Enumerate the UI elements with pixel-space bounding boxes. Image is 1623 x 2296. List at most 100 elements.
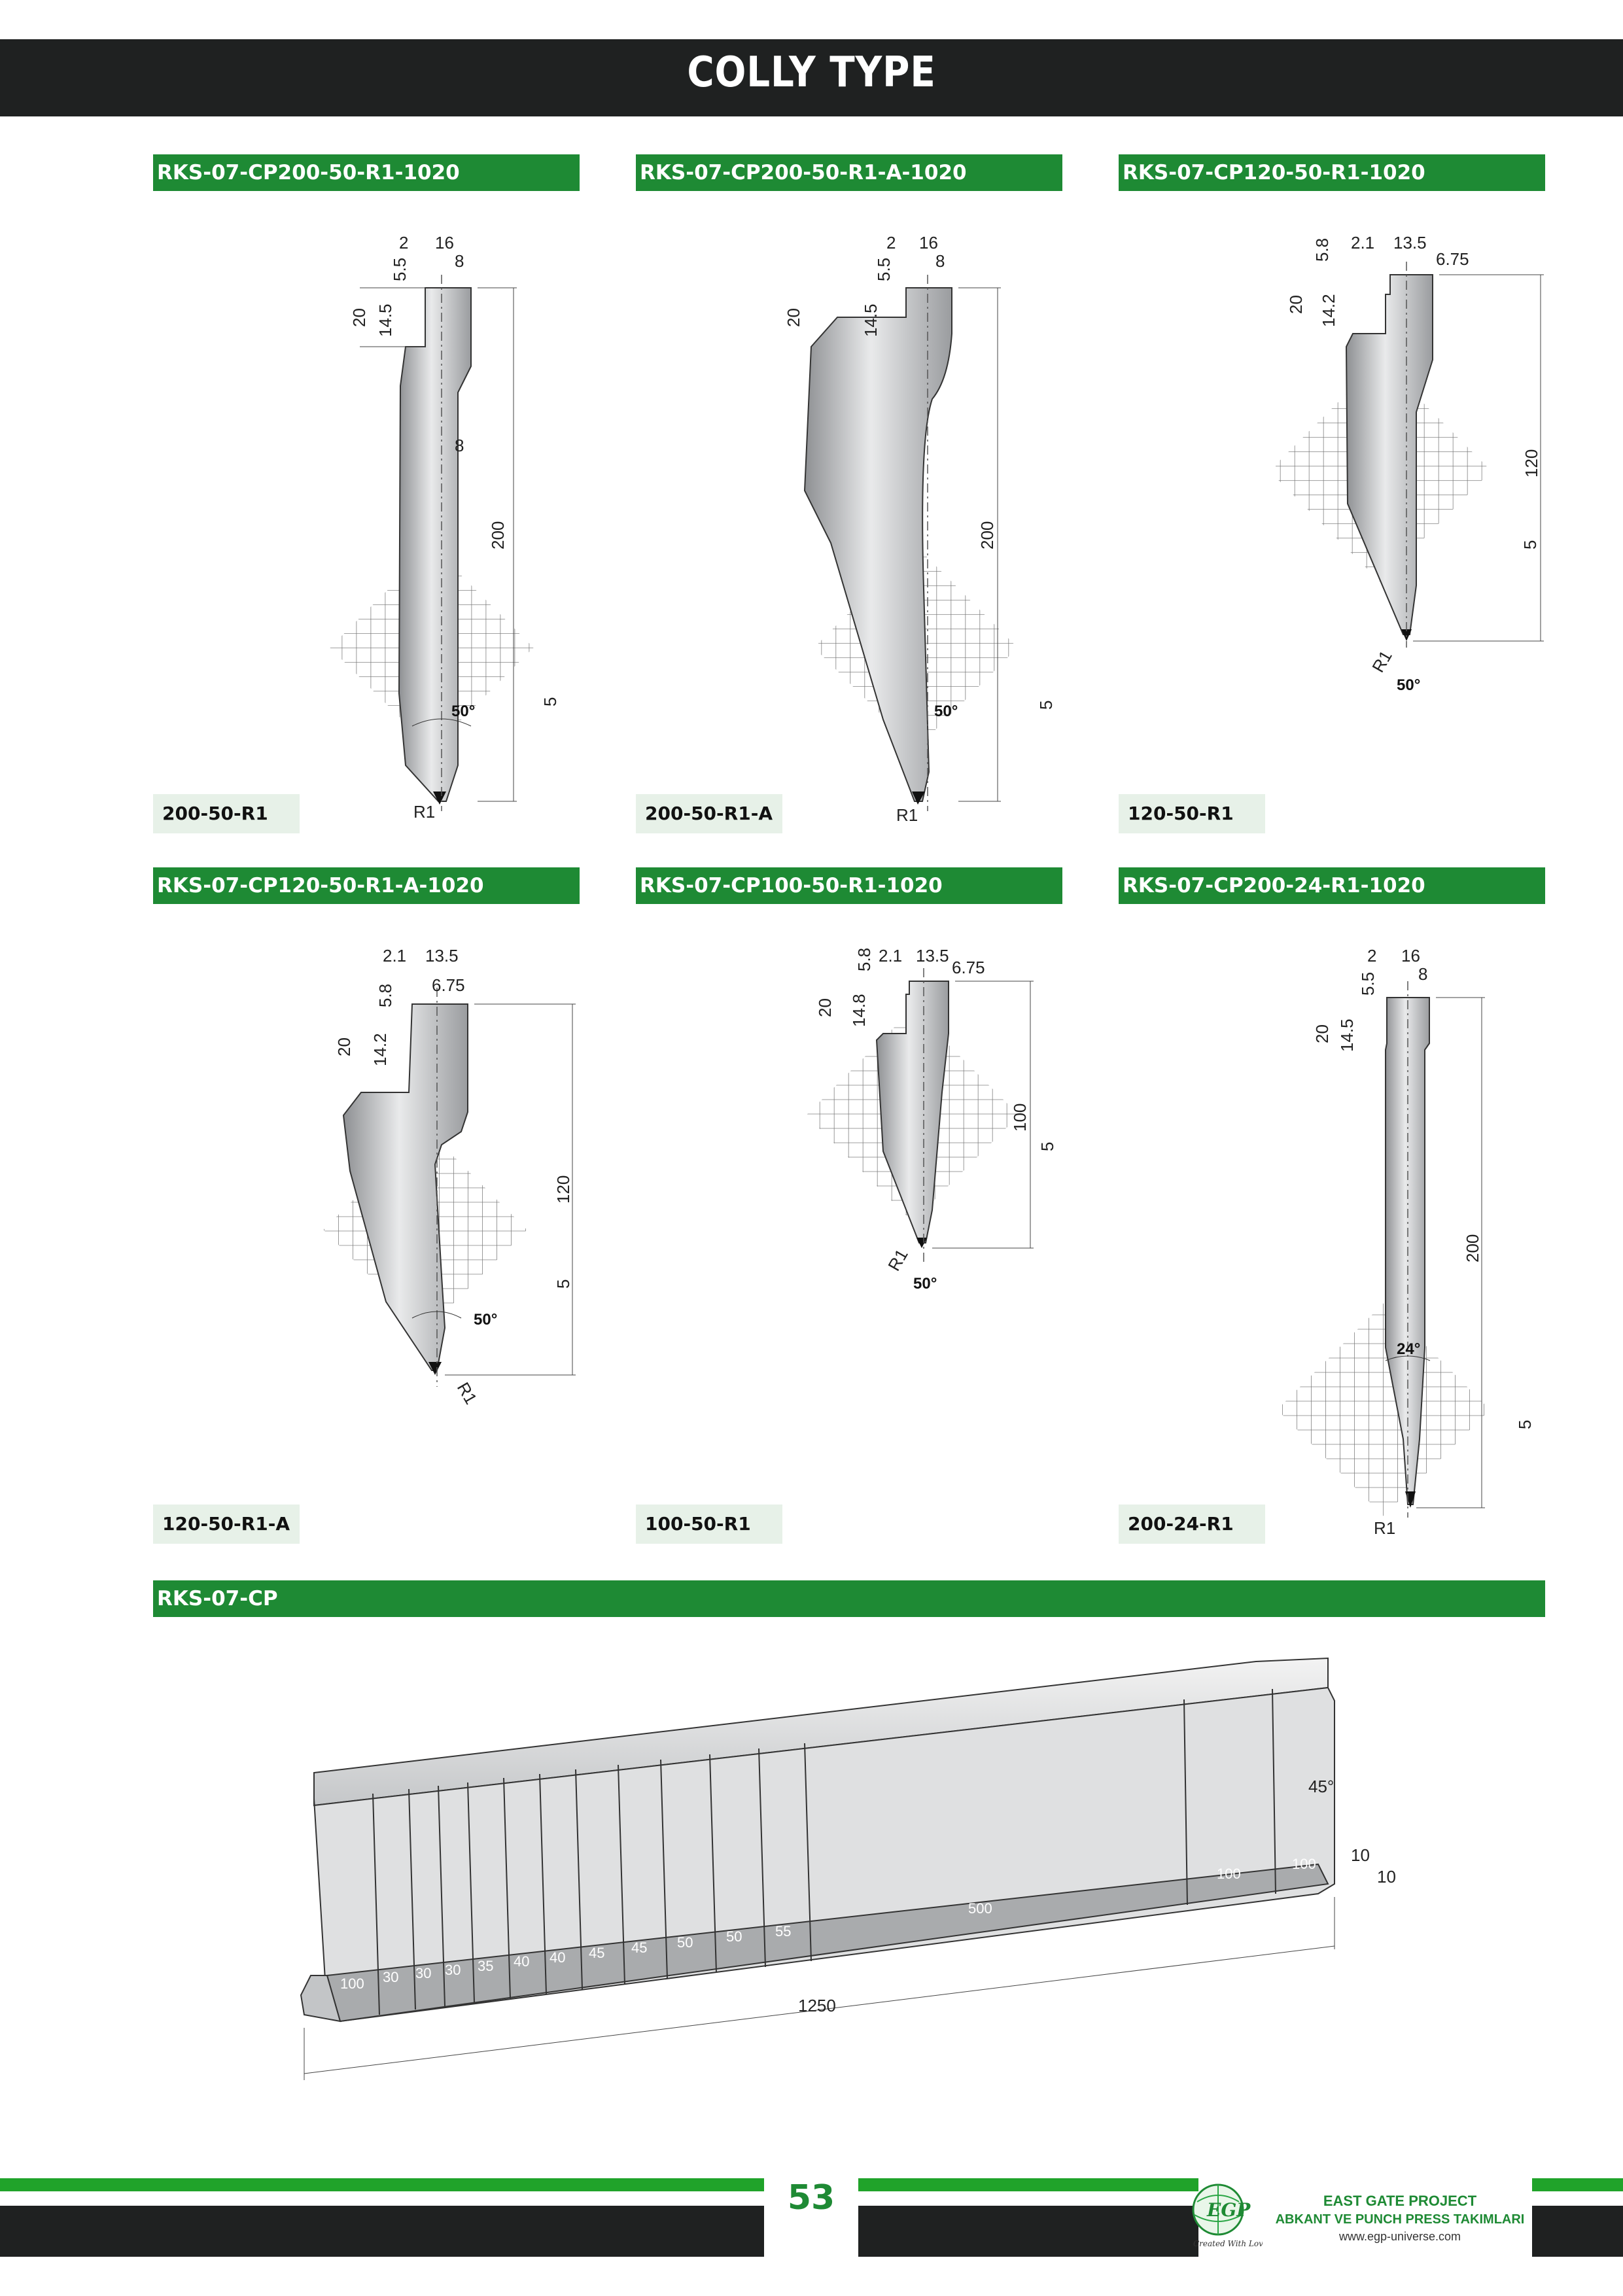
svg-text:8: 8	[455, 436, 464, 455]
svg-text:6.75: 6.75	[432, 975, 465, 995]
svg-text:50°: 50°	[913, 1275, 937, 1293]
svg-text:45: 45	[631, 1939, 647, 1956]
svg-text:20: 20	[1312, 1024, 1332, 1043]
svg-text:5: 5	[553, 1279, 573, 1289]
svg-text:14.5: 14.5	[375, 304, 395, 337]
svg-text:20: 20	[815, 998, 835, 1017]
svg-text:R1: R1	[884, 1245, 912, 1274]
svg-text:50°: 50°	[1397, 676, 1420, 694]
svg-text:10: 10	[1351, 1845, 1370, 1865]
svg-text:R1: R1	[1368, 647, 1396, 676]
svg-text:16: 16	[919, 233, 938, 252]
svg-text:50°: 50°	[474, 1311, 497, 1329]
tool-code-bar: RKS-07-CP120-50-R1-1020	[1119, 154, 1545, 191]
footer-stripe	[0, 2206, 764, 2257]
svg-text:120: 120	[553, 1175, 573, 1204]
svg-text:20: 20	[349, 308, 369, 327]
svg-text:2.1: 2.1	[1351, 233, 1374, 252]
svg-text:13.5: 13.5	[1393, 233, 1427, 252]
svg-text:2.1: 2.1	[879, 946, 902, 965]
svg-text:500: 500	[968, 1900, 992, 1917]
footer-stripe	[1532, 2206, 1623, 2257]
svg-text:1250: 1250	[798, 1996, 836, 2015]
svg-text:55: 55	[775, 1923, 791, 1939]
svg-text:20: 20	[785, 308, 803, 327]
tool-code-bar: RKS-07-CP120-50-R1-A-1020	[153, 867, 580, 904]
svg-text:2: 2	[1367, 946, 1376, 965]
tool-drawing-100-50-r1: 5.8 2.1 13.5 6.75 20 14.8 100 5 R1 50°	[806, 946, 1057, 1293]
svg-text:16: 16	[1401, 946, 1420, 965]
segments-code-bar: RKS-07-CP	[153, 1580, 1545, 1617]
company-website: www.egp-universe.com	[1338, 2230, 1461, 2243]
egp-logo-icon: EGP Created With Love	[1192, 2183, 1263, 2248]
svg-text:6.75: 6.75	[1436, 249, 1469, 269]
svg-text:10: 10	[1377, 1867, 1396, 1887]
tool-drawing-200-50-r1-a: 2 16 8 5.5 20 14.5 200 5 50° R1	[785, 233, 1056, 825]
svg-text:14.2: 14.2	[1319, 294, 1338, 327]
footer-stripe	[858, 2178, 1198, 2191]
segmented-tool-assembly: 100 30 30 30 35 40 40 45 45 50 50 55 500…	[300, 1657, 1396, 2080]
svg-text:8: 8	[935, 251, 945, 271]
svg-text:20: 20	[334, 1037, 354, 1056]
svg-text:50°: 50°	[451, 703, 475, 720]
svg-text:14.2: 14.2	[370, 1033, 390, 1066]
svg-text:2: 2	[399, 233, 408, 252]
page-title: COLLY TYPE	[687, 48, 936, 97]
svg-text:50: 50	[677, 1934, 693, 1951]
svg-text:100: 100	[1010, 1104, 1030, 1132]
svg-text:40: 40	[550, 1949, 565, 1966]
svg-text:30: 30	[445, 1962, 461, 1978]
svg-text:R1: R1	[413, 802, 435, 822]
svg-text:14.8: 14.8	[849, 994, 869, 1027]
svg-text:100: 100	[1217, 1866, 1241, 1882]
svg-text:5.5: 5.5	[874, 258, 894, 281]
svg-text:100: 100	[1292, 1856, 1316, 1872]
tool-code-bar: RKS-07-CP100-50-R1-1020	[636, 867, 1062, 904]
svg-text:13.5: 13.5	[916, 946, 949, 965]
svg-text:100: 100	[340, 1975, 364, 1992]
svg-text:5: 5	[1520, 540, 1540, 549]
footer-stripe	[0, 2178, 764, 2191]
svg-text:30: 30	[383, 1969, 398, 1985]
svg-text:5.5: 5.5	[1358, 972, 1378, 996]
tool-code-bar: RKS-07-CP200-24-R1-1020	[1119, 867, 1545, 904]
footer-stripe	[858, 2206, 1198, 2257]
svg-text:30: 30	[415, 1965, 431, 1981]
svg-text:5.8: 5.8	[375, 984, 395, 1007]
svg-text:20: 20	[1286, 295, 1306, 314]
header-bar: COLLY TYPE	[0, 39, 1623, 116]
svg-text:5: 5	[1038, 1142, 1057, 1151]
svg-text:16: 16	[435, 233, 454, 252]
tool-drawing-120-50-r1-a: 2.1 13.5 5.8 6.75 20 14.2 120 5 50° R1	[323, 946, 576, 1406]
company-name: EAST GATE PROJECT	[1323, 2193, 1477, 2209]
svg-text:EGP: EGP	[1206, 2199, 1251, 2221]
svg-text:2: 2	[886, 233, 896, 252]
svg-text:200: 200	[1463, 1234, 1482, 1262]
tool-caption: 200-50-R1-A	[636, 794, 782, 833]
svg-text:45°: 45°	[1308, 1777, 1334, 1796]
svg-text:R1: R1	[453, 1379, 481, 1406]
tool-caption: 100-50-R1	[636, 1505, 782, 1544]
svg-text:5.8: 5.8	[854, 948, 874, 971]
svg-text:Created With Love: Created With Love	[1193, 2239, 1263, 2248]
svg-text:14.5: 14.5	[861, 304, 881, 337]
tool-caption: 200-24-R1	[1119, 1505, 1265, 1544]
tool-caption: 200-50-R1	[153, 794, 300, 833]
svg-text:120: 120	[1522, 449, 1541, 478]
svg-text:200: 200	[488, 521, 508, 549]
svg-text:35: 35	[478, 1958, 493, 1974]
svg-text:5: 5	[540, 697, 560, 706]
svg-text:45: 45	[589, 1945, 604, 1961]
svg-text:50°: 50°	[934, 703, 958, 720]
svg-text:5.5: 5.5	[390, 258, 410, 281]
svg-text:6.75: 6.75	[952, 958, 985, 977]
tool-drawing-120-50-r1: 5.8 2.1 13.5 6.75 20 14.2 120 5 R1 50°	[1276, 233, 1544, 694]
tool-caption: 120-50-R1	[1119, 794, 1265, 833]
svg-text:8: 8	[1418, 964, 1427, 984]
svg-text:2.1: 2.1	[383, 946, 406, 965]
svg-text:14.5: 14.5	[1337, 1018, 1357, 1052]
page-number: 53	[787, 2178, 835, 2218]
svg-text:200: 200	[977, 521, 997, 549]
svg-text:5: 5	[1036, 701, 1056, 710]
tool-drawing-200-50-r1: 2 16 8 5.5 20 14.5 8 200 5 50° R1	[330, 233, 560, 822]
